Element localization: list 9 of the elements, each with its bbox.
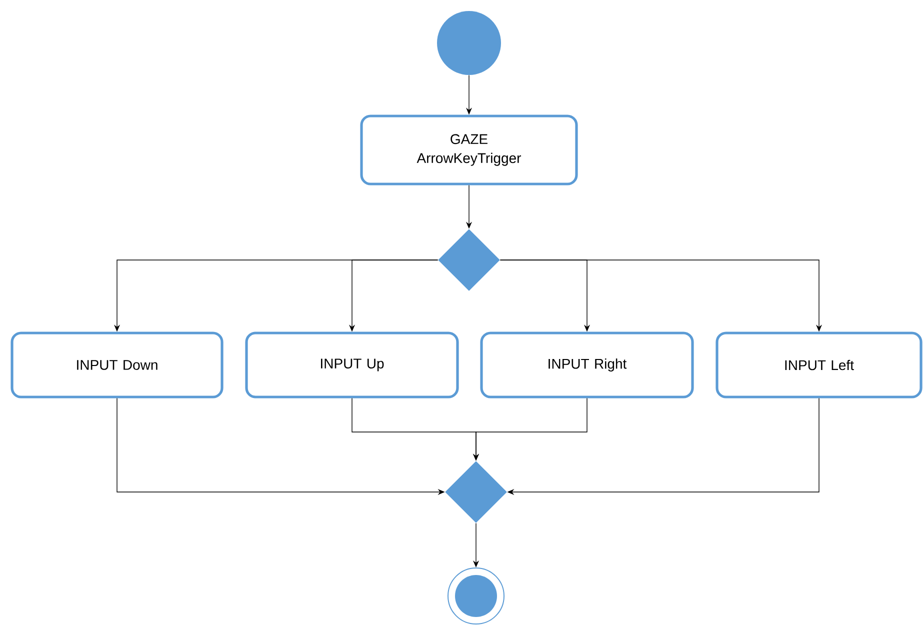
decision-diamond [438,229,500,291]
action-box: INPUT Right [480,332,694,398]
start-node [437,11,501,75]
action-box: GAZE ArrowKeyTrigger [360,114,578,186]
action-box: INPUT Up [245,332,459,398]
final-node [448,568,504,624]
action-box: INPUT Down [10,332,224,398]
action-box: INPUT Left [716,332,922,398]
decision-diamond [445,461,507,523]
